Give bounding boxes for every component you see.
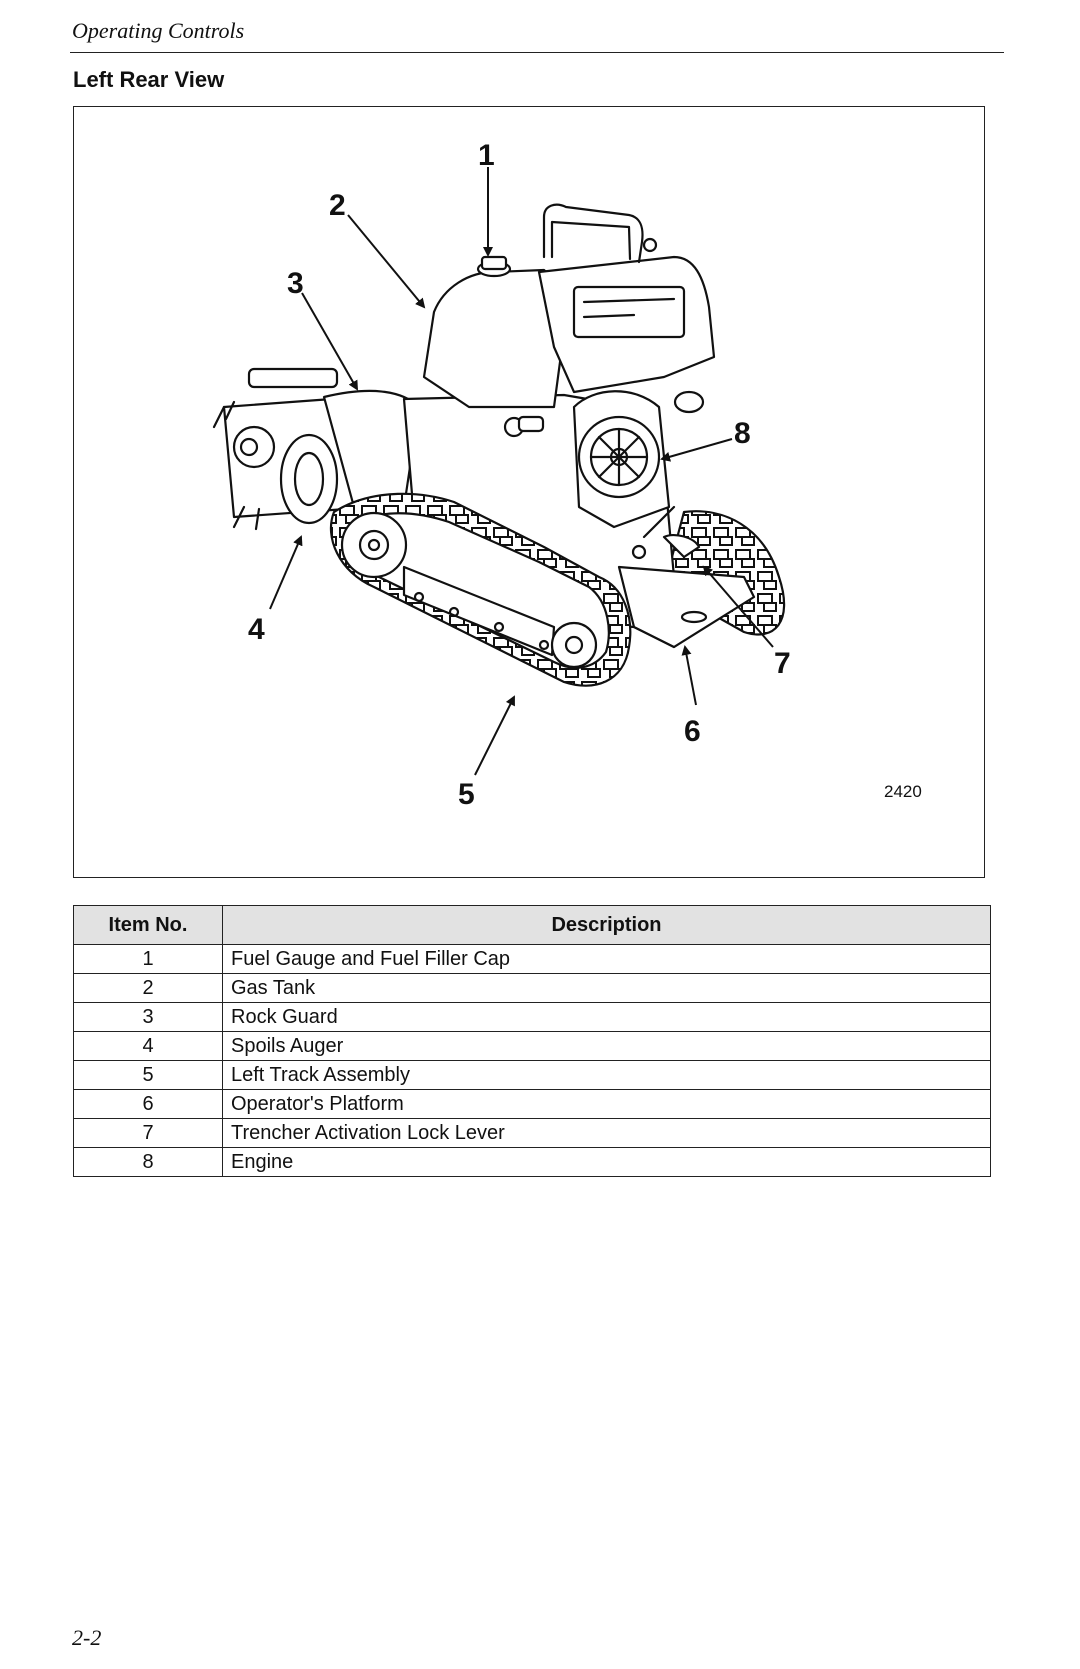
callout-2: 2 xyxy=(329,189,346,222)
item-description: Gas Tank xyxy=(222,973,991,1003)
callout-5: 5 xyxy=(458,778,475,811)
table-header-row: Item No. Description xyxy=(73,905,991,945)
table-row: 7 Trencher Activation Lock Lever xyxy=(73,1118,991,1148)
header-rule xyxy=(70,52,1004,53)
handle-bar xyxy=(542,203,644,264)
item-description: Fuel Gauge and Fuel Filler Cap xyxy=(222,944,991,974)
leader-6 xyxy=(681,645,697,706)
item-no: 5 xyxy=(73,1060,223,1090)
callout-8: 8 xyxy=(734,417,751,450)
leader-3 xyxy=(301,292,358,391)
item-no: 1 xyxy=(73,944,223,974)
section-title: Left Rear View xyxy=(73,67,225,92)
callout-1: 1 xyxy=(478,139,495,172)
table-row: 5 Left Track Assembly xyxy=(73,1060,991,1090)
item-no: 7 xyxy=(73,1118,223,1148)
items-table: Item No. Description 1 Fuel Gauge and Fu… xyxy=(73,905,991,1177)
item-no: 3 xyxy=(73,1002,223,1032)
item-no: 4 xyxy=(73,1031,223,1061)
machine-illustration: 1 2 3 4 5 6 7 8 2420 xyxy=(73,106,985,878)
page-number: 2-2 xyxy=(72,1625,102,1650)
table-row: 8 Engine xyxy=(73,1147,991,1177)
item-description: Engine xyxy=(222,1147,991,1177)
item-no: 8 xyxy=(73,1147,223,1177)
running-header: Operating Controls xyxy=(72,18,245,43)
lock-lever-shape xyxy=(642,505,701,559)
machine-line-art xyxy=(212,203,786,687)
callout-3: 3 xyxy=(287,267,304,300)
table-row: 2 Gas Tank xyxy=(73,973,991,1003)
figure-number: 2420 xyxy=(884,782,922,801)
leader-2 xyxy=(347,214,426,309)
item-description: Spoils Auger xyxy=(222,1031,991,1061)
leader-7 xyxy=(702,565,774,648)
item-description: Rock Guard xyxy=(222,1002,991,1032)
item-no-header: Item No. xyxy=(73,905,223,945)
callout-7: 7 xyxy=(774,647,791,680)
trencher-drawing: 1 2 3 4 5 6 7 8 2420 xyxy=(212,139,922,811)
platform-shape xyxy=(617,565,756,649)
spoils-auger-shape xyxy=(212,367,421,531)
item-no: 2 xyxy=(73,973,223,1003)
item-description: Left Track Assembly xyxy=(222,1060,991,1090)
leader-4 xyxy=(269,535,303,610)
callout-6: 6 xyxy=(684,715,701,748)
item-description: Operator's Platform xyxy=(222,1089,991,1119)
callout-leaders xyxy=(269,167,774,776)
callout-4: 4 xyxy=(248,613,265,646)
item-description: Trencher Activation Lock Lever xyxy=(222,1118,991,1148)
table-row: 6 Operator's Platform xyxy=(73,1089,991,1119)
table-row: 3 Rock Guard xyxy=(73,1002,991,1032)
leader-8 xyxy=(660,438,733,462)
description-header: Description xyxy=(222,905,991,945)
leader-5 xyxy=(474,695,515,776)
engine-shape xyxy=(572,390,671,529)
table-row: 1 Fuel Gauge and Fuel Filler Cap xyxy=(73,944,991,974)
item-no: 6 xyxy=(73,1089,223,1119)
table-row: 4 Spoils Auger xyxy=(73,1031,991,1061)
